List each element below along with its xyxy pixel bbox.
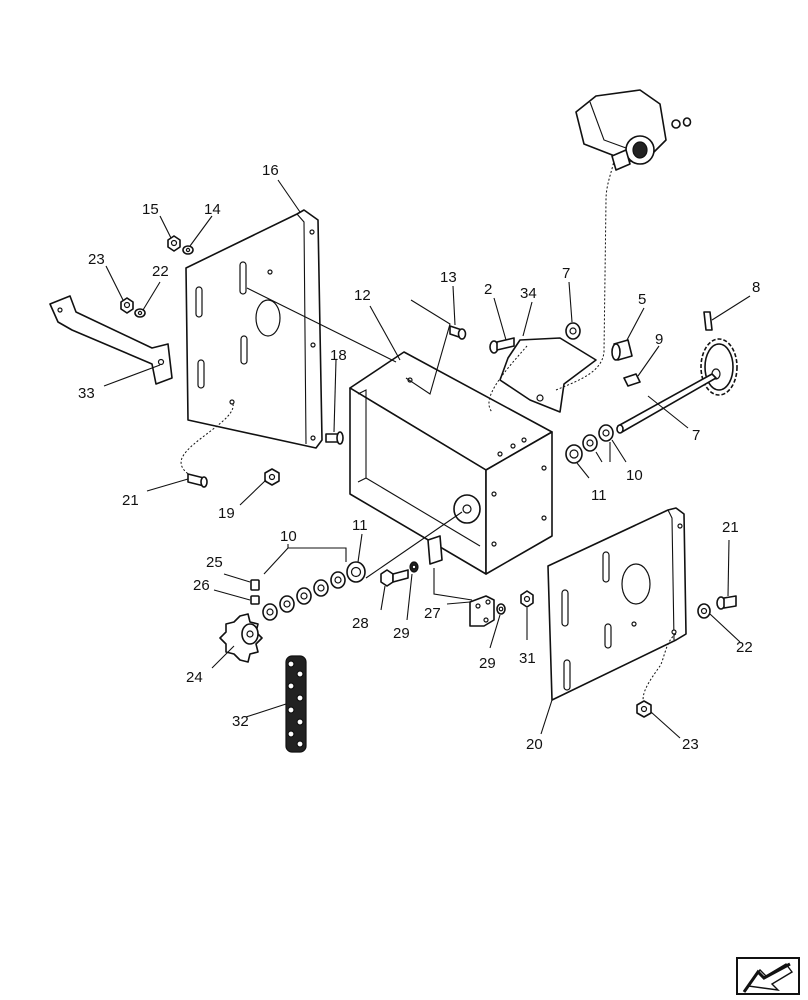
callout-21: 21 [722,519,739,536]
callout-18: 18 [330,347,347,364]
callout-19: 19 [218,505,235,522]
bushing-5 [611,339,633,361]
screw-21-left [187,473,208,488]
dashed-link [488,345,528,413]
nut-19 [264,468,280,486]
dashed-link [642,633,677,705]
callout-8: 8 [752,279,760,296]
callout-10: 10 [280,528,297,545]
washer-22-left [134,308,146,318]
leader-lines [103,179,751,739]
callout-11: 11 [352,517,368,534]
nut-15 [167,235,181,252]
nut-31 [520,590,534,608]
key-9 [623,373,641,387]
next-page-arrow-icon[interactable] [736,957,800,995]
callout-24: 24 [186,669,203,686]
right-plate-20 [547,507,687,701]
callout-23: 23 [88,251,105,268]
bolt-13 [449,325,467,340]
callout-7: 7 [692,427,700,444]
assembly-line [365,511,463,579]
washer-22-right [697,603,711,619]
callout-34: 34 [520,285,537,302]
washers-10-left [262,571,346,621]
callout-14: 14 [204,201,221,218]
callout-21: 21 [122,492,139,509]
washer-14 [182,245,194,255]
callout-7: 7 [562,265,570,282]
callout-20: 20 [526,736,543,753]
pin-8 [703,311,713,331]
washer-7-top [565,322,581,340]
callout-33: 33 [78,385,95,402]
callout-11: 11 [591,487,607,504]
sprocket-24 [219,613,263,663]
callout-5: 5 [638,291,646,308]
bolt-28 [380,569,409,587]
callout-10: 10 [626,467,643,484]
callout-23: 23 [682,736,699,753]
lock-washer-29-left [409,561,419,573]
callout-15: 15 [142,201,159,218]
roller-chain-32 [285,655,307,753]
callout-labels: 16 15 14 23 22 33 12 13 2 34 7 5 8 9 7 1… [78,162,760,753]
assembly-line [246,287,397,363]
set-screw-25 [250,579,260,591]
housing-12 [349,351,553,575]
nut-23-left [120,297,134,314]
callout-27: 27 [424,605,441,622]
dashed-link [555,159,615,391]
screw-18 [325,431,344,445]
clamp-27 [427,535,495,627]
nut-23-right [636,700,652,718]
bearing-11-right [565,444,583,464]
left-plate-16 [185,209,323,449]
callout-32: 32 [232,713,249,730]
callout-13: 13 [440,269,457,286]
callout-25: 25 [206,554,223,571]
callout-12: 12 [354,287,371,304]
bracket-33 [49,295,173,385]
callout-28: 28 [352,615,369,632]
lock-washer-29-right [496,603,506,615]
callout-2: 2 [484,281,492,298]
sprocket-large [700,338,738,396]
callout-9: 9 [655,331,663,348]
dashed-link [180,403,234,479]
callout-31: 31 [519,650,536,667]
callout-26: 26 [193,577,210,594]
callout-29: 29 [393,625,410,642]
callout-22: 22 [152,263,169,280]
callout-16: 16 [262,162,279,179]
screw-21-right [716,595,737,610]
bracket-34 [499,337,597,413]
bearing-11-left [346,561,366,583]
bolt-2 [489,337,515,354]
assembly-line [405,299,451,395]
shaft-7 [616,373,717,434]
set-screw-26 [250,595,260,605]
callout-22: 22 [736,639,753,656]
motor-assembly [575,89,692,171]
washers-10-right [582,424,614,452]
callout-29: 29 [479,655,496,672]
